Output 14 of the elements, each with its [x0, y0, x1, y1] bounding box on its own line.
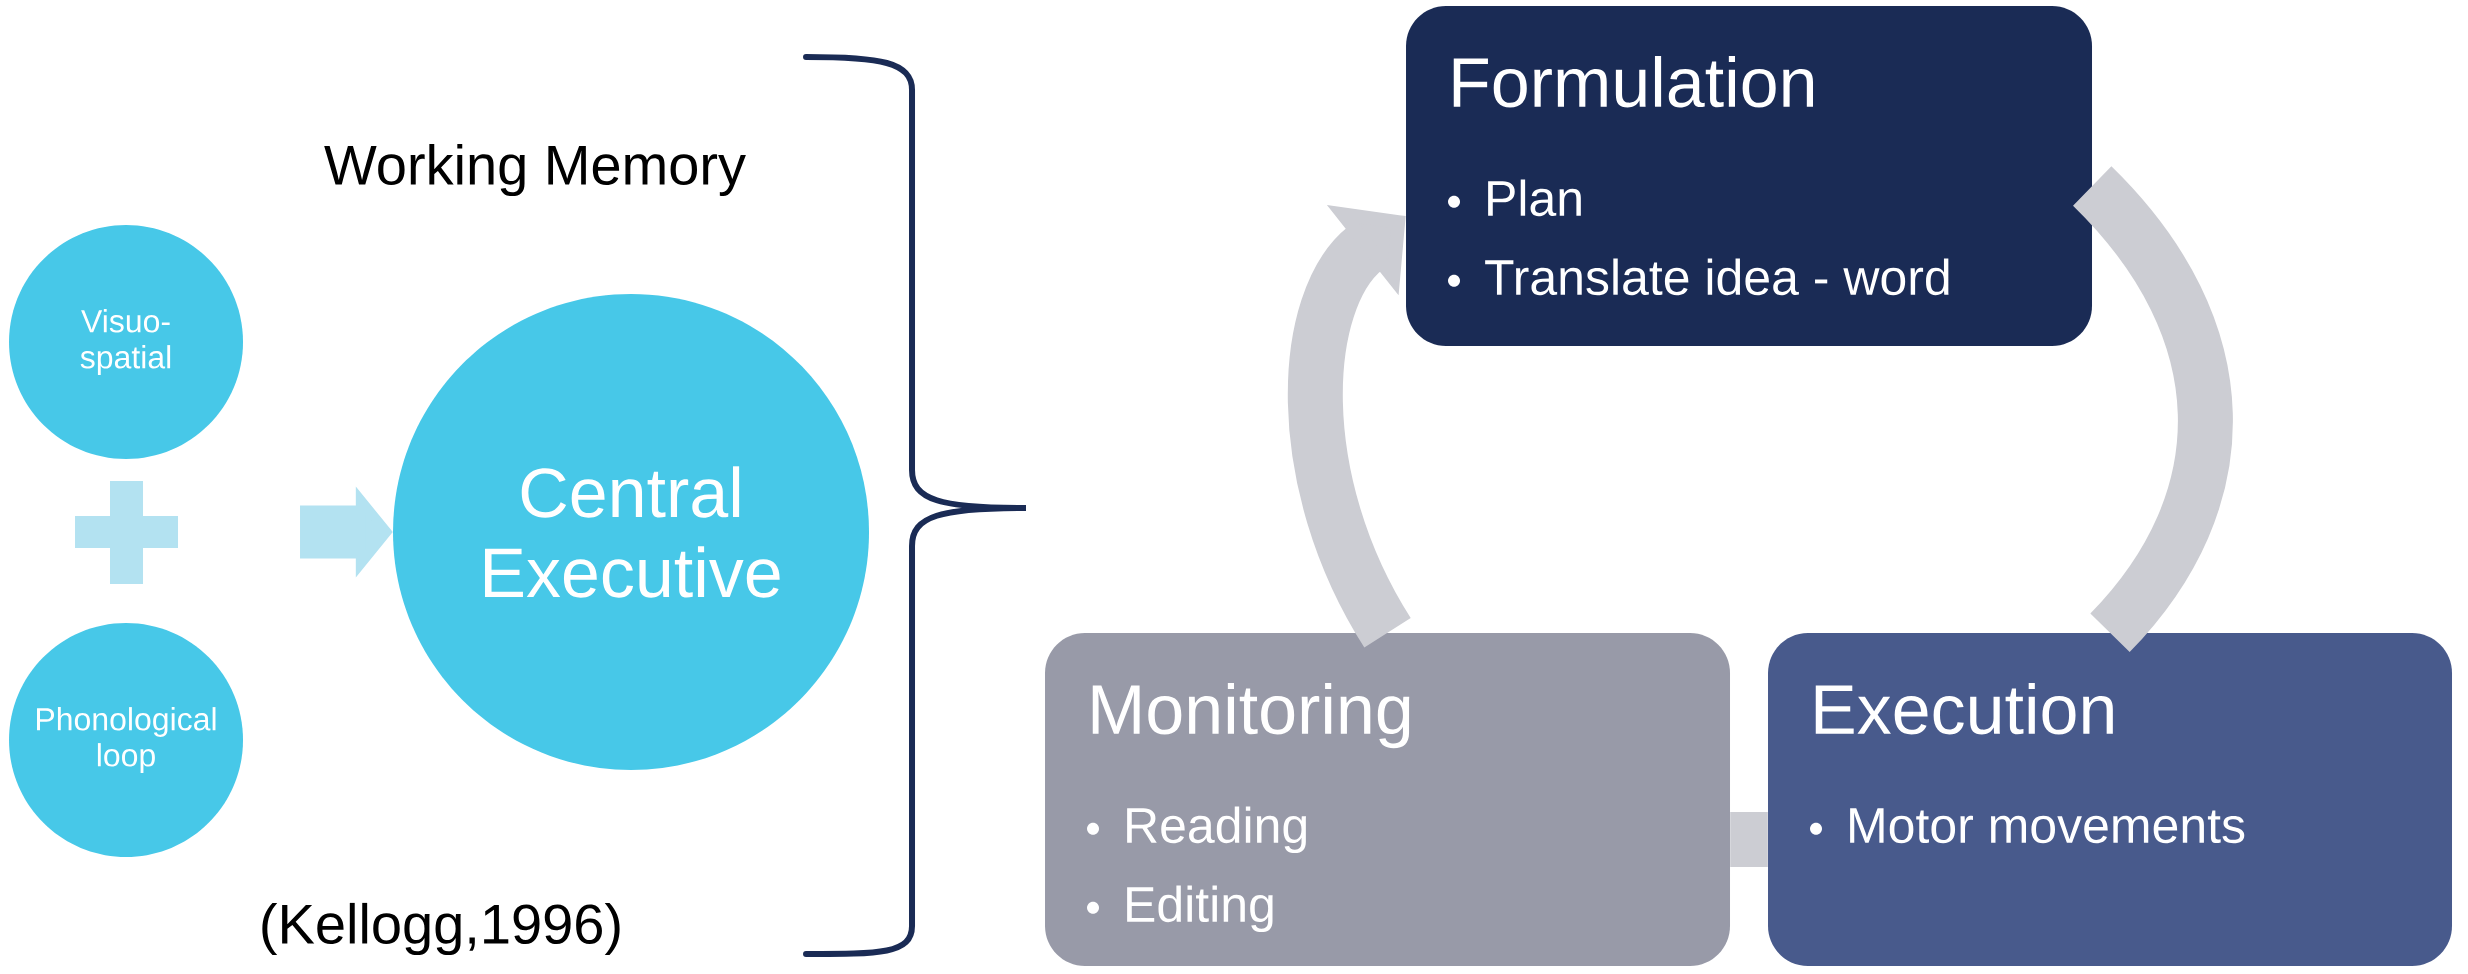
bullet-item: Motor movements [1850, 808, 2245, 844]
heading-text: Working Memory [324, 143, 746, 197]
process-box [1768, 633, 2452, 966]
citation-text: (Kellogg,1996) [262, 902, 620, 956]
bullet-item: Plan [1488, 179, 1581, 217]
process-box [1045, 633, 1730, 966]
bullet-item: Translate idea - word [1485, 258, 1949, 296]
box-title: Monitoring [1092, 683, 1410, 749]
process-box [1406, 6, 2092, 346]
bullet-item: Reading [1127, 806, 1306, 854]
box-title: Formulation [1453, 56, 1813, 108]
box-title: Execution [1815, 683, 2113, 735]
arrow [1287, 205, 1412, 647]
bullet-item: Editing [1127, 885, 1273, 933]
